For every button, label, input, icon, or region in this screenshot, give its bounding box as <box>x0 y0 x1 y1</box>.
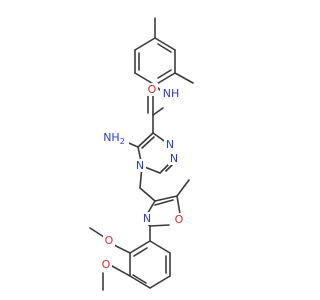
oxazole-o-label: O <box>175 213 184 226</box>
triazole-n1-label: N <box>136 159 144 172</box>
amine-nh-text: NH <box>103 131 120 144</box>
triazole-n3-label: N <box>166 138 174 151</box>
amide-oxygen-label: O <box>148 83 157 96</box>
atom-label-layer: NH O NH2 N N N N O O O <box>100 83 185 271</box>
structure-svg: NH O NH2 N N N N O O O <box>89 17 194 291</box>
molecule-diagram: NH O NH2 N N N N O O O <box>89 17 194 291</box>
amine-nh2-label: NH2 <box>103 131 125 146</box>
methoxy-o-upper-label: O <box>105 234 114 247</box>
triazole-n2-label: N <box>170 152 178 165</box>
amide-nh-label: NH <box>163 87 180 100</box>
amine-subscript: 2 <box>120 137 125 146</box>
methoxy-o-lower-label: O <box>102 258 111 271</box>
oxazole-n-label: N <box>143 212 151 225</box>
